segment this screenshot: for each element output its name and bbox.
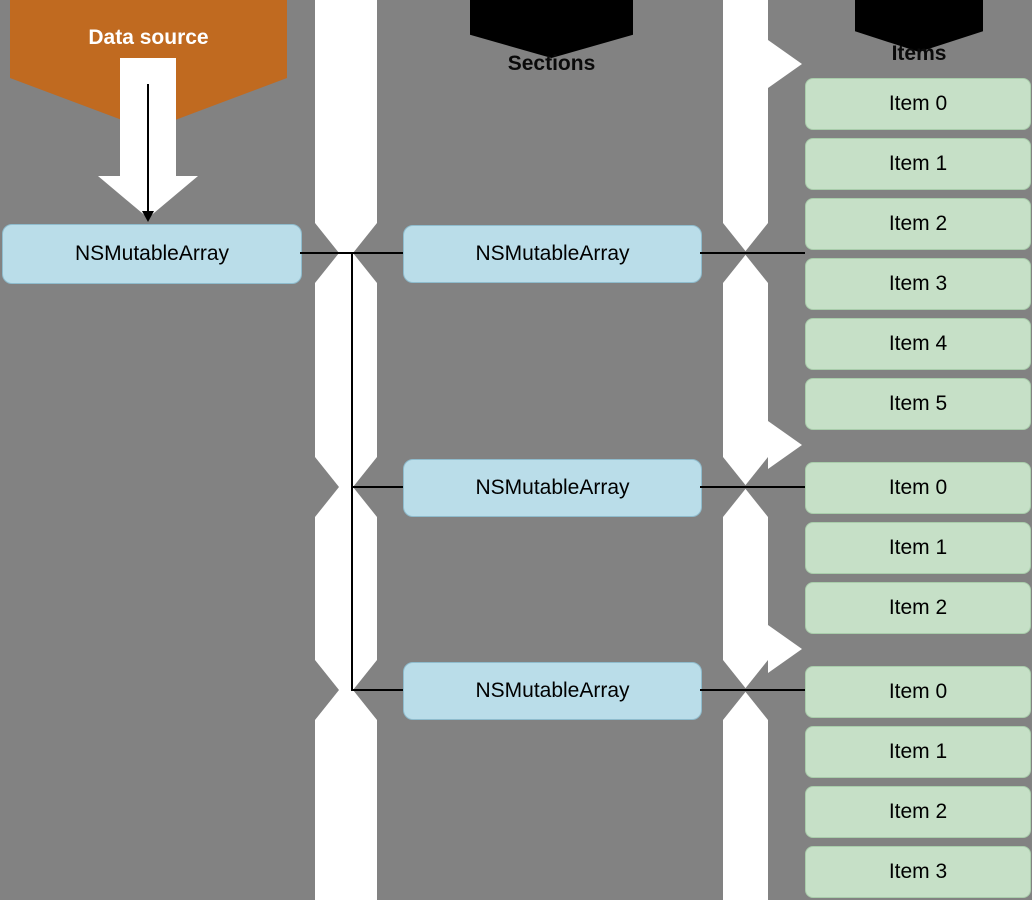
- band-pinch: [315, 457, 339, 517]
- connector-section2-items: [700, 689, 805, 691]
- band-pinch: [315, 660, 339, 720]
- item-box: Item 0: [805, 462, 1031, 514]
- connector-section1-items: [700, 486, 805, 488]
- connector-junction-section0: [352, 252, 403, 254]
- items-label: Items: [891, 42, 947, 65]
- connector-section0-items: [700, 252, 805, 254]
- item-box: Item 0: [805, 666, 1031, 718]
- items-chevron: [768, 625, 802, 673]
- column-band-right: [723, 0, 768, 900]
- connector-datasource-root: [147, 84, 149, 212]
- item-box: Item 1: [805, 726, 1031, 778]
- item-box: Item 5: [805, 378, 1031, 430]
- items-chevron: [768, 40, 802, 88]
- connector-arrowhead: [142, 211, 154, 222]
- connector-junction-section1: [352, 486, 403, 488]
- sections-tag: [470, 0, 633, 58]
- connector-root-junction: [300, 252, 352, 254]
- item-box: Item 2: [805, 198, 1031, 250]
- connector-junction-section2: [352, 689, 403, 691]
- root-array-box: NSMutableArray: [2, 224, 302, 284]
- item-box: Item 0: [805, 78, 1031, 130]
- item-box: Item 3: [805, 846, 1031, 898]
- item-box: Item 3: [805, 258, 1031, 310]
- item-box: Item 2: [805, 786, 1031, 838]
- section-array-box-1: NSMutableArray: [403, 459, 702, 517]
- item-box: Item 4: [805, 318, 1031, 370]
- data-source-label: Data source: [88, 26, 209, 49]
- item-box: Item 1: [805, 522, 1031, 574]
- section-array-box-2: NSMutableArray: [403, 662, 702, 720]
- section-array-box-0: NSMutableArray: [403, 225, 702, 283]
- sections-label: Sections: [507, 52, 596, 75]
- connector-junction-vertical: [351, 252, 353, 691]
- item-box: Item 2: [805, 582, 1031, 634]
- item-box: Item 1: [805, 138, 1031, 190]
- column-band-left: [315, 0, 377, 900]
- items-chevron: [768, 421, 802, 469]
